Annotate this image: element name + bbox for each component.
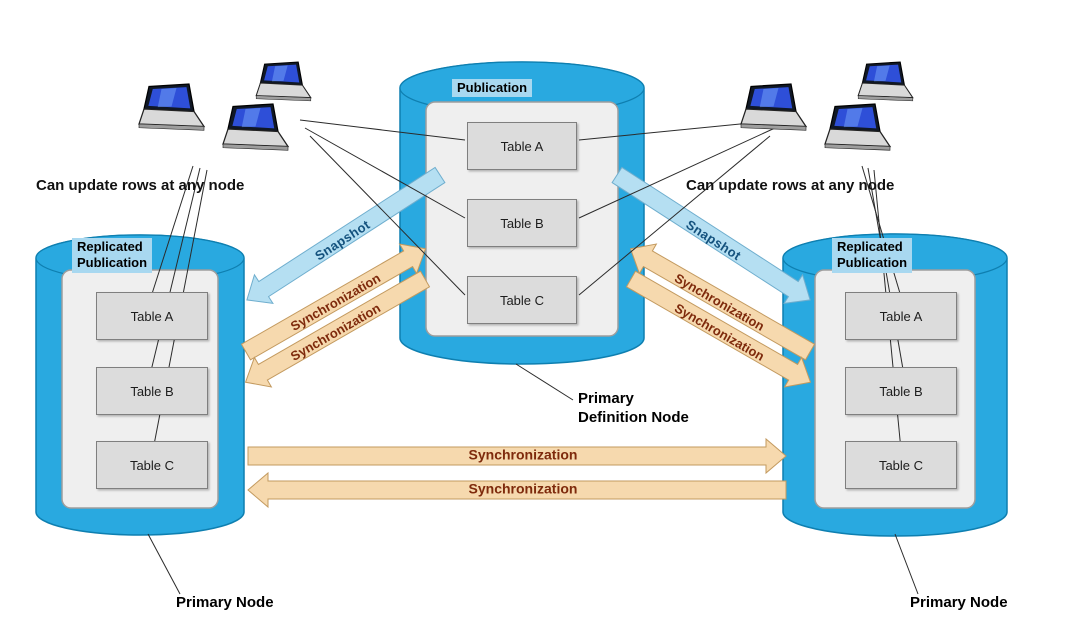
sync-arrow-right-up [629,243,816,361]
sync-arrow-horizontal-right [247,437,787,475]
primary-node-caption-right: Primary Node [910,594,1008,611]
snapshot-label-left: Snapshot [312,217,373,264]
primary-definition-node-caption: Primary Definition Node [578,390,689,426]
sync-arrow-left-down [244,270,431,388]
laptop-icon [824,103,891,151]
sync-arrow-right-down [625,270,812,388]
replicated-publication-title-left: Replicated Publication [72,238,153,273]
sync-arrow-horizontal-left [247,471,787,509]
snapshot-arrow-left [246,166,446,304]
publication-title: Publication [452,79,533,98]
laptop-icon [740,83,807,131]
sync-label-horizontal-top: Synchronization [469,447,578,463]
replicated-publication-title-right: Replicated Publication [832,238,913,273]
table-row: Table A [845,292,957,340]
laptop-icon [255,61,312,102]
can-update-note-right: Can update rows at any node [686,177,895,194]
table-row: Table C [845,441,957,489]
sync-arrow-left-up [240,243,427,361]
table-row: Table B [96,367,208,415]
table-row: Table B [845,367,957,415]
laptop-icon [222,103,289,151]
laptop-cluster-right [740,61,914,151]
snapshot-arrow-right [611,166,811,304]
table-row: Table C [467,276,577,324]
primary-node-caption-left: Primary Node [176,594,274,611]
table-row: Table A [96,292,208,340]
table-row: Table B [467,199,577,247]
sync-label-horizontal-bottom: Synchronization [469,481,578,497]
laptop-cluster-left [138,61,312,151]
table-row: Table C [96,441,208,489]
can-update-note-left: Can update rows at any node [36,177,245,194]
caption-pointer-lines [147,363,919,595]
table-row: Table A [467,122,577,170]
laptop-icon [857,61,914,102]
laptop-icon [138,83,205,131]
